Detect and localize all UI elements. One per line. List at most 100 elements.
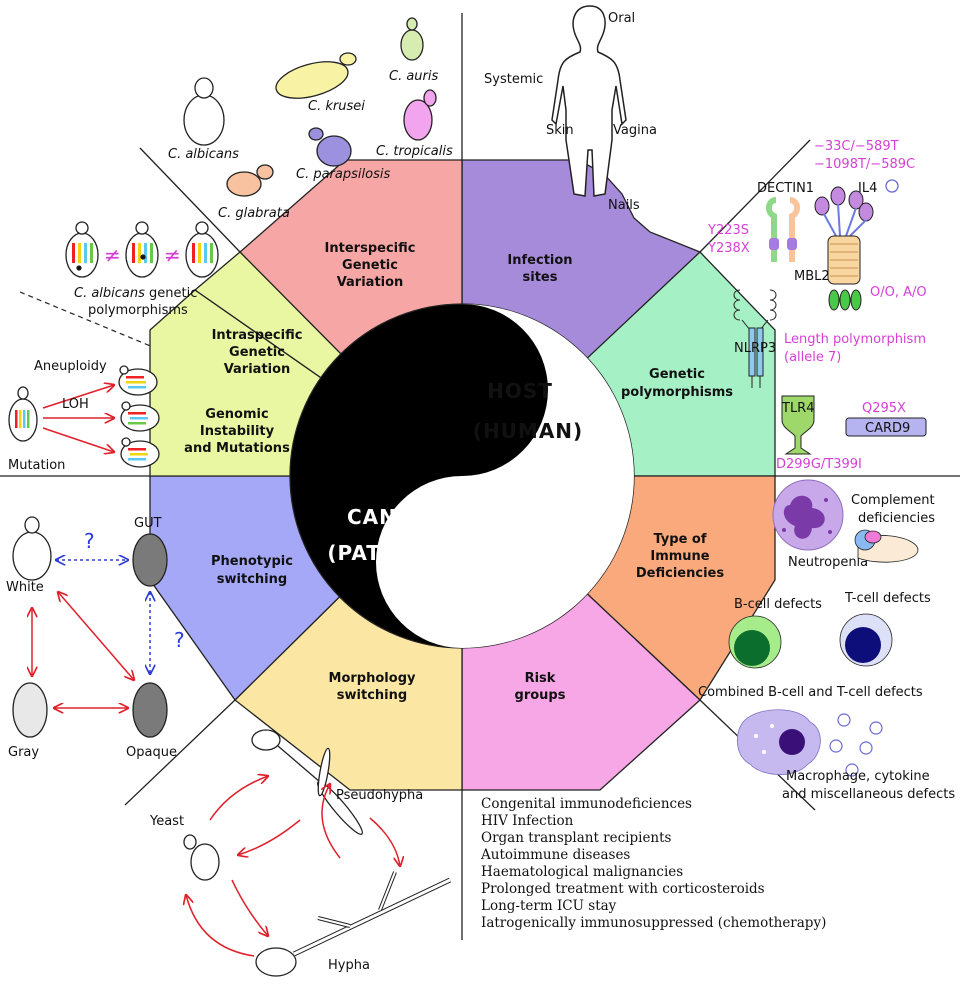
segment-label-genetic-1: Genetic	[649, 367, 705, 382]
mbl2-label: MBL2	[794, 269, 830, 284]
morphology-arrows	[186, 776, 400, 957]
dectin1-label: DECTIN1	[757, 181, 814, 196]
strain-cell-1-icon	[65, 221, 99, 278]
il4-variant-2: −1098T/−589C	[814, 157, 915, 172]
gray-cell-icon	[12, 682, 48, 738]
risk-group-item: Haematological malignancies	[481, 864, 683, 880]
mutation-label: Mutation	[8, 458, 65, 473]
question-mark-1: ?	[84, 529, 95, 553]
segment-label-genomic-1: Genomic	[205, 407, 268, 422]
risk-groups-list: Congenital immunodeficiences HIV Infecti…	[480, 796, 826, 931]
intraspecific-cells	[65, 221, 219, 278]
human-body-icon	[551, 5, 627, 197]
species-glabrata: C. glabrata	[218, 206, 290, 221]
yeast-cell-icon	[183, 834, 220, 881]
card9-variant: Q295X	[862, 401, 906, 416]
parent-cell-icon	[8, 386, 38, 442]
segment-label-morphology-1: Morphology	[329, 671, 416, 686]
macrophage-label-1: Macrophage, cytokine	[786, 769, 930, 784]
tlr4-receptor-icon	[781, 395, 815, 455]
risk-group-item: Organ transplant recipients	[481, 830, 672, 846]
bcell-label: B-cell defects	[734, 597, 822, 612]
dectin1-variant-1: Y223S	[707, 223, 749, 238]
segment-label-morphology-2: switching	[337, 688, 407, 703]
combined-defects-label: Combined B-cell and T-cell defects	[698, 685, 923, 700]
dectin1-receptor-icon	[766, 197, 800, 262]
host-label: HOST	[487, 379, 553, 403]
risk-group-item: HIV Infection	[481, 813, 574, 829]
segment-label-immune-3: Deficiencies	[636, 566, 724, 581]
segment-label-genetic-2: polymorphisms	[621, 385, 733, 400]
glabrata-cell-icon	[226, 164, 274, 197]
genomic-arrows	[42, 385, 114, 452]
segment-label-interspecific-1: Interspecific	[325, 241, 416, 256]
segment-label-genomic-2: Instability	[200, 424, 275, 439]
nlrp3-variant-1: Length polymorphism	[784, 332, 926, 347]
segment-label-intraspecific-3: Variation	[224, 362, 291, 377]
species-auris: C. auris	[389, 69, 439, 84]
yin-yang-center	[289, 303, 635, 649]
site-oral: Oral	[608, 11, 635, 26]
site-systemic: Systemic	[484, 72, 543, 87]
nlrp3-receptor-icon	[733, 289, 777, 388]
aneuploidy-cell-icon	[118, 365, 158, 396]
tcell-icon	[839, 613, 893, 667]
strain-cell-3-icon	[185, 221, 219, 278]
risk-group-item: Iatrogenically immunosuppressed (chemoth…	[481, 915, 826, 931]
krusei-cell-icon	[275, 52, 357, 99]
gray-label: Gray	[8, 745, 39, 760]
not-equal-symbol-2: ≠	[164, 243, 181, 267]
risk-group-item: Autoimmune diseases	[480, 847, 630, 863]
segment-label-interspecific-2: Genetic	[342, 258, 398, 273]
parapsilosis-cell-icon	[308, 127, 352, 167]
hypha-icon	[255, 871, 452, 977]
species-krusei: C. krusei	[308, 99, 365, 114]
nlrp3-variant-2: (allele 7)	[784, 350, 841, 365]
not-equal-symbol-1: ≠	[104, 243, 121, 267]
tropicalis-cell-icon	[403, 89, 437, 141]
segment-label-infection-2: sites	[523, 270, 558, 285]
phenotypic-arrows	[32, 560, 150, 708]
strain-cell-2-icon	[125, 221, 159, 278]
genomic-instability-illustration	[8, 365, 160, 468]
neutropenia-label: Neutropenia	[788, 555, 868, 570]
complement-label-2: deficiencies	[858, 511, 935, 526]
pathogen-sublabel: (PATHOGEN)	[327, 541, 476, 565]
white-label: White	[6, 580, 44, 595]
intraspecific-caption-line1: C. albicans genetic	[74, 286, 197, 301]
white-cell-icon	[12, 516, 52, 581]
tcell-label: T-cell defects	[844, 591, 931, 606]
pathogen-label: CANDIDA	[347, 505, 457, 529]
mutation-cell-icon	[120, 437, 160, 468]
opaque-cell-icon	[132, 682, 168, 738]
risk-group-item: Congenital immunodeficiences	[481, 796, 692, 812]
species-tropicalis: C. tropicalis	[376, 144, 453, 159]
complement-label-1: Complement	[851, 493, 935, 508]
question-mark-2: ?	[174, 628, 185, 652]
species-albicans: C. albicans	[168, 147, 239, 162]
gut-label: GUT	[134, 516, 162, 531]
segment-label-risk-1: Risk	[525, 671, 556, 686]
bcell-icon	[728, 615, 782, 669]
nlrp3-label: NLRP3	[734, 341, 776, 356]
il4-label: IL4	[858, 181, 877, 196]
neutrophil-icon	[772, 479, 844, 551]
segment-label-intraspecific-2: Genetic	[229, 345, 285, 360]
segment-label-risk-2: groups	[515, 688, 566, 703]
macrophage-label-2: and miscellaneous defects	[782, 787, 955, 802]
aneuploidy-label: Aneuploidy	[34, 359, 107, 374]
il4-molecule-icon	[885, 179, 899, 193]
site-skin: Skin	[546, 123, 574, 138]
cytokine-icons	[829, 713, 883, 777]
loh-label: LOH	[62, 397, 89, 412]
segment-label-genomic-3: and Mutations	[184, 441, 290, 456]
morphology-illustration	[183, 729, 452, 977]
complement-icon	[854, 529, 919, 563]
site-vagina: Vagina	[613, 123, 657, 138]
host-sublabel: (HUMAN)	[473, 419, 583, 443]
yeast-label: Yeast	[149, 814, 184, 829]
card9-box	[845, 417, 927, 437]
intraspecific-caption-line2: polymorphisms	[88, 303, 188, 318]
macrophage-icon	[736, 709, 821, 775]
